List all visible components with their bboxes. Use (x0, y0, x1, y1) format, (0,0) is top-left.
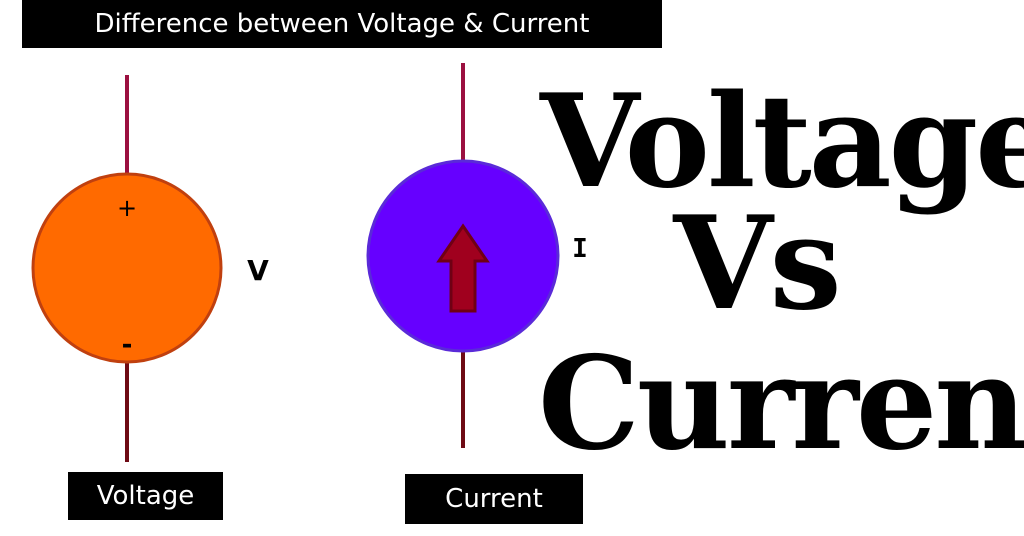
voltage-label: Voltage (68, 472, 223, 520)
minus-sign: - (122, 330, 133, 360)
plus-sign: + (117, 194, 137, 222)
headline-voltage: Voltage (540, 67, 1024, 217)
headline-vs: Vs (673, 189, 841, 339)
headline-current: Current (538, 329, 1024, 479)
voltage-symbol: V (247, 254, 269, 287)
arrow-up-icon (436, 223, 490, 313)
current-label: Current (405, 474, 583, 524)
voltage-source-circle (31, 172, 223, 364)
current-symbol: I (572, 234, 588, 264)
diagram-title: Difference between Voltage & Current (22, 0, 662, 48)
